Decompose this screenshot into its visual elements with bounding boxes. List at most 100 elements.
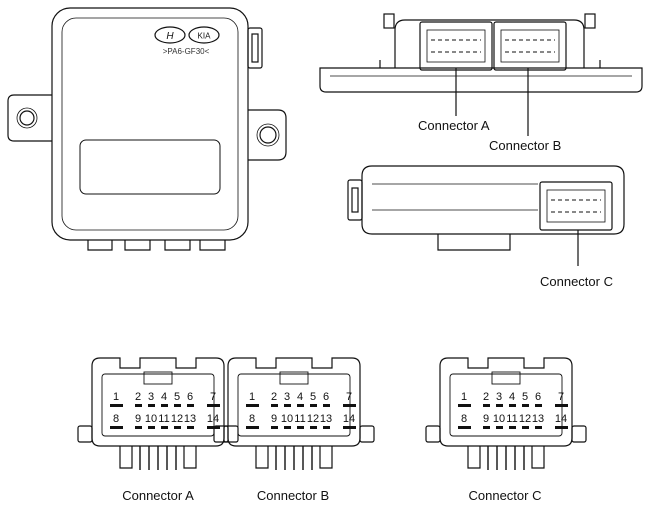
pin-contact bbox=[555, 426, 568, 429]
right-mounting-ear bbox=[248, 109, 287, 161]
pin-contact bbox=[297, 404, 304, 407]
pin-label: 8 bbox=[461, 413, 467, 425]
pin-label: 11 bbox=[158, 413, 169, 425]
pin-contact bbox=[509, 426, 516, 429]
pin-contact bbox=[483, 404, 490, 407]
pin-label: 10 bbox=[281, 413, 293, 425]
svg-text:KIA: KIA bbox=[198, 32, 212, 41]
pin-label: 7 bbox=[210, 391, 216, 403]
pin-label: 4 bbox=[509, 391, 515, 403]
left-mounting-ear bbox=[7, 94, 52, 142]
pin-label: 6 bbox=[187, 391, 193, 403]
pin-label: 4 bbox=[161, 391, 167, 403]
pin-label: 3 bbox=[284, 391, 290, 403]
pin-contact bbox=[135, 404, 142, 407]
right-mounting-hole bbox=[259, 126, 277, 144]
socket-a-side bbox=[419, 21, 493, 71]
hyundai-logo: H bbox=[154, 26, 186, 44]
pin-contact bbox=[297, 426, 304, 429]
pin-contact bbox=[148, 426, 155, 429]
pin-label: 11 bbox=[294, 413, 305, 425]
pin-contact bbox=[161, 426, 168, 429]
pin-contact bbox=[483, 426, 490, 429]
pin-label: 7 bbox=[558, 391, 564, 403]
pin-contact bbox=[187, 404, 194, 407]
part-number-marking: >PA6-GF30< bbox=[163, 47, 210, 56]
pin-contact bbox=[110, 426, 123, 429]
pin-label: 9 bbox=[271, 413, 277, 425]
pin-contact bbox=[310, 404, 317, 407]
pin-label: 14 bbox=[555, 413, 567, 425]
pin-label: 7 bbox=[346, 391, 352, 403]
pin-label: 10 bbox=[145, 413, 157, 425]
callout-lines-ab bbox=[455, 68, 529, 136]
pin-contact bbox=[174, 426, 181, 429]
pin-label: 13 bbox=[320, 413, 332, 425]
socket-b-side bbox=[493, 21, 567, 71]
svg-text:H: H bbox=[166, 31, 174, 42]
module-side-view-c bbox=[347, 165, 625, 251]
pin-contact bbox=[343, 426, 356, 429]
pin-contact bbox=[135, 426, 142, 429]
module-housing bbox=[51, 7, 249, 241]
pin-label: 6 bbox=[535, 391, 541, 403]
module-top-view: H KIA bbox=[7, 7, 287, 251]
pin-label: 14 bbox=[343, 413, 355, 425]
pin-contact bbox=[246, 426, 259, 429]
kia-logo: KIA bbox=[188, 26, 220, 44]
pin-label: 14 bbox=[207, 413, 219, 425]
pin-contact bbox=[246, 404, 259, 407]
pin-contact bbox=[496, 404, 503, 407]
pin-label: 9 bbox=[135, 413, 141, 425]
pin-contact bbox=[458, 426, 471, 429]
pin-label: 5 bbox=[310, 391, 316, 403]
pin-label: 1 bbox=[461, 391, 467, 403]
pin-contact bbox=[174, 404, 181, 407]
connector-face-c bbox=[425, 357, 587, 470]
pin-label: 5 bbox=[174, 391, 180, 403]
pin-contact bbox=[343, 404, 356, 407]
pin-label: 2 bbox=[271, 391, 277, 403]
pin-contact bbox=[284, 426, 291, 429]
pin-contact bbox=[271, 404, 278, 407]
pin-label: 8 bbox=[249, 413, 255, 425]
pin-label: 1 bbox=[113, 391, 119, 403]
pin-contact bbox=[323, 426, 330, 429]
pin-label: 2 bbox=[135, 391, 141, 403]
pin-contact bbox=[187, 426, 194, 429]
pin-contact bbox=[271, 426, 278, 429]
pin-label: 1 bbox=[249, 391, 255, 403]
callout-connector-a: Connector A bbox=[418, 118, 490, 133]
pin-contact bbox=[207, 404, 220, 407]
pin-contact bbox=[323, 404, 330, 407]
pin-contact bbox=[496, 426, 503, 429]
pin-contact bbox=[555, 404, 568, 407]
pin-contact bbox=[535, 426, 542, 429]
pin-contact bbox=[522, 426, 529, 429]
pin-label: 8 bbox=[113, 413, 119, 425]
pin-contact bbox=[509, 404, 516, 407]
pin-contact bbox=[458, 404, 471, 407]
pin-label: 4 bbox=[297, 391, 303, 403]
pin-label: 10 bbox=[493, 413, 505, 425]
pin-label: 12 bbox=[171, 413, 183, 425]
pin-contact bbox=[310, 426, 317, 429]
caption-connector-a: Connector A bbox=[122, 488, 194, 503]
pin-label: 3 bbox=[496, 391, 502, 403]
pin-contact bbox=[535, 404, 542, 407]
pin-contact bbox=[522, 404, 529, 407]
pin-label: 12 bbox=[519, 413, 531, 425]
caption-connector-c: Connector C bbox=[469, 488, 542, 503]
pin-label: 12 bbox=[307, 413, 319, 425]
pin-label: 13 bbox=[532, 413, 544, 425]
pin-label: 9 bbox=[483, 413, 489, 425]
module-side-view-ab bbox=[319, 13, 643, 93]
pin-label: 6 bbox=[323, 391, 329, 403]
pin-label: 3 bbox=[148, 391, 154, 403]
socket-c-side bbox=[539, 181, 613, 231]
callout-connector-b: Connector B bbox=[489, 138, 561, 153]
caption-connector-b: Connector B bbox=[257, 488, 329, 503]
callout-connector-c: Connector C bbox=[540, 274, 613, 289]
